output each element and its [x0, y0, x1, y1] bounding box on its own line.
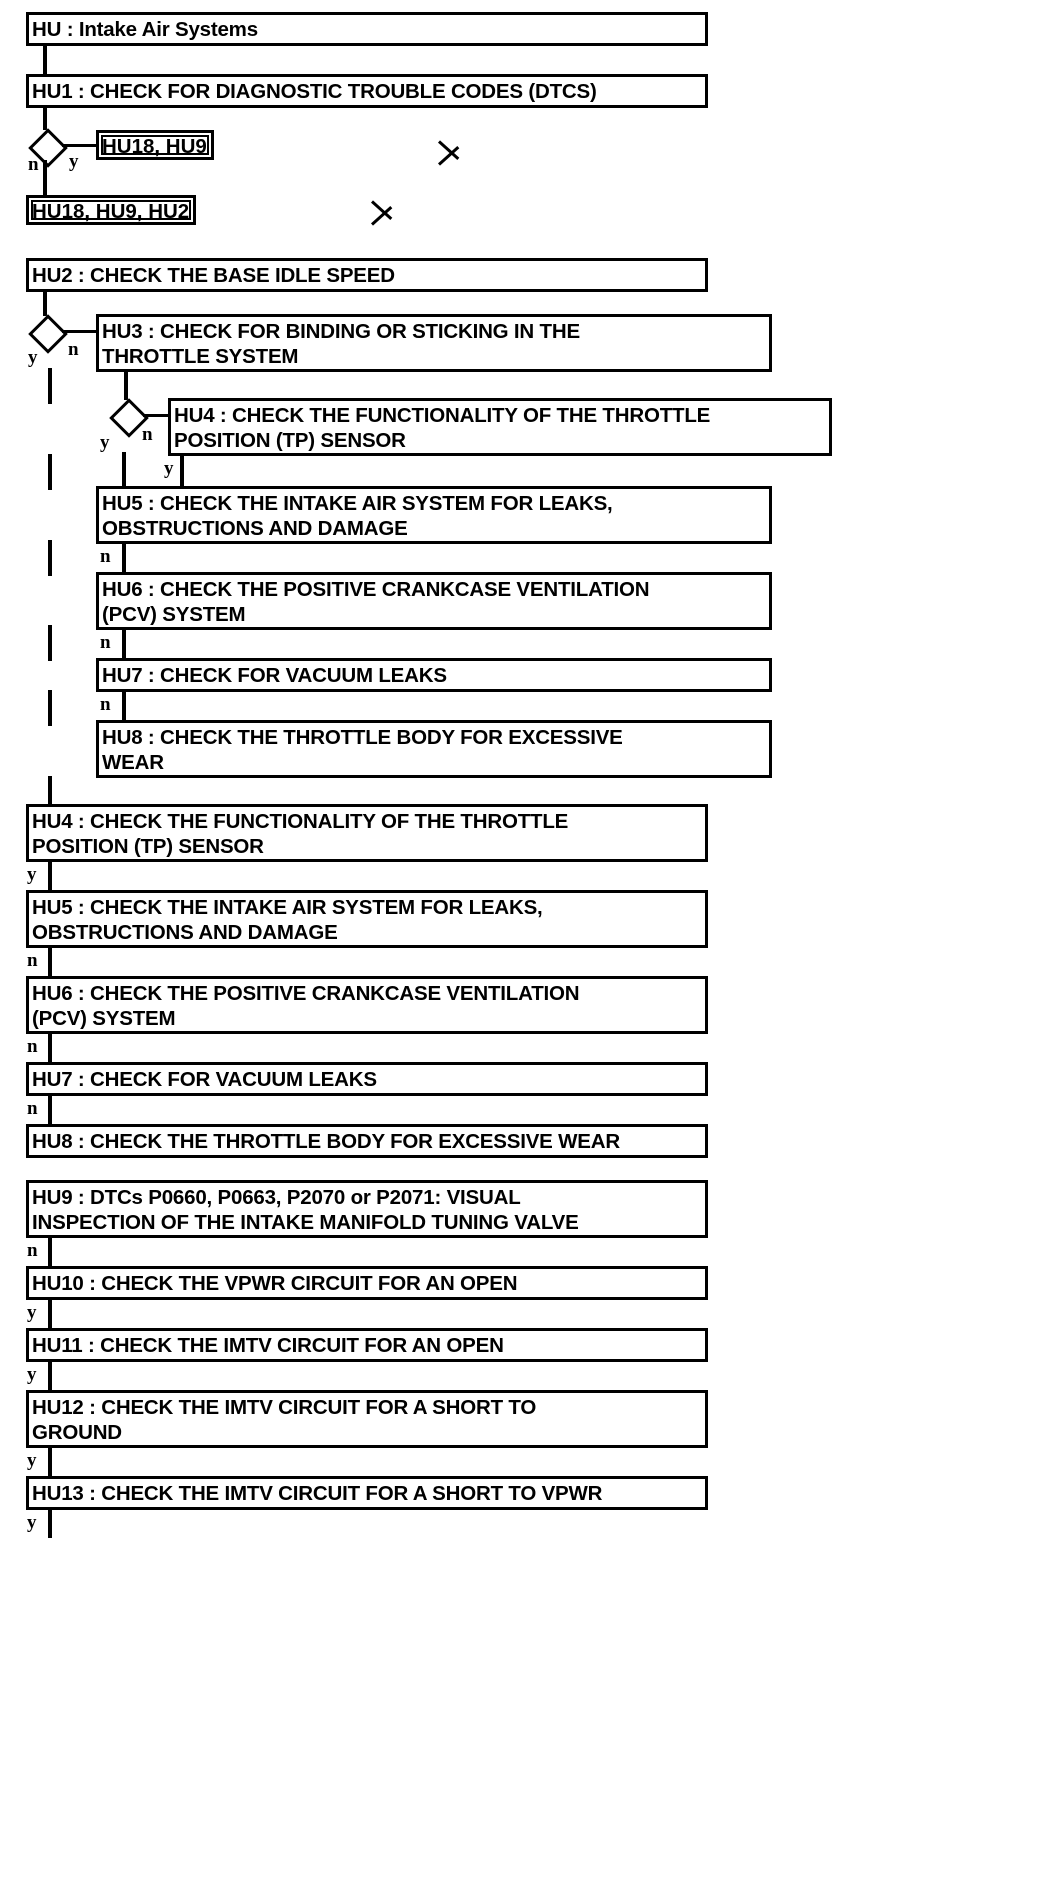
reference-ref2[interactable]: HU18, HU9, HU2 [26, 195, 197, 225]
decision-node-2[interactable] [28, 314, 68, 354]
node-HU8-nested[interactable]: HU8 : CHECK THE THROTTLE BODY FOR EXCESS… [96, 720, 772, 778]
edge-label-y-1: y [69, 151, 79, 172]
node-HU5[interactable]: HU5 : CHECK THE INTAKE AIR SYSTEM FOR LE… [26, 890, 708, 948]
edge-decision1-ref2 [43, 160, 47, 196]
edge-label-y-4: y [164, 458, 174, 479]
edge-label-y-14: y [27, 1364, 37, 1385]
node-HU6[interactable]: HU6 : CHECK THE POSITIVE CRANKCASE VENTI… [26, 976, 708, 1034]
node-HU8[interactable]: HU8 : CHECK THE THROTTLE BODY FOR EXCESS… [26, 1124, 708, 1158]
edge-HU4nested-HU5nested [180, 456, 184, 486]
node-HU4-nested[interactable]: HU4 : CHECK THE FUNCTIONALITY OF THE THR… [168, 398, 832, 456]
node-HU2[interactable]: HU2 : CHECK THE BASE IDLE SPEED [26, 258, 708, 292]
node-HU5-nested[interactable]: HU5 : CHECK THE INTAKE AIR SYSTEM FOR LE… [96, 486, 772, 544]
edge-label-n-5: n [100, 546, 111, 567]
node-HU13[interactable]: HU13 : CHECK THE IMTV CIRCUIT FOR A SHOR… [26, 1476, 708, 1510]
node-HU10[interactable]: HU10 : CHECK THE VPWR CIRCUIT FOR AN OPE… [26, 1266, 708, 1300]
edge-label-n-3: n [142, 424, 153, 445]
edge-rail-mid-seg1 [122, 452, 126, 490]
edge-HU7-HU8 [48, 1096, 52, 1124]
decision-node-3[interactable] [109, 398, 149, 438]
edge-label-n-11: n [27, 1098, 38, 1119]
edge-HU13-next [48, 1510, 52, 1538]
edge-decision1-ref1 [62, 144, 98, 147]
chevron-icon-2 [370, 191, 396, 235]
edge-rail-y-long-seg4 [48, 625, 52, 661]
edge-HU1-decision1 [43, 108, 47, 130]
edge-HU2-decision2 [43, 292, 47, 316]
edge-rail-y-long-seg1 [48, 368, 52, 404]
edge-label-y-16: y [27, 1512, 37, 1533]
edge-label-n-10: n [27, 1036, 38, 1057]
edge-label-n-2: n [68, 339, 79, 360]
edge-HU5nested-HU6nested [122, 544, 126, 572]
edge-HU9-HU10 [48, 1238, 52, 1266]
node-HU1[interactable]: HU1 : CHECK FOR DIAGNOSTIC TROUBLE CODES… [26, 74, 708, 108]
node-HU[interactable]: HU : Intake Air Systems [26, 12, 708, 46]
edge-HU12-HU13 [48, 1448, 52, 1476]
node-HU4[interactable]: HU4 : CHECK THE FUNCTIONALITY OF THE THR… [26, 804, 708, 862]
edge-label-y-13: y [27, 1302, 37, 1323]
edge-label-n-9: n [27, 950, 38, 971]
edge-rail-y-long-seg6 [48, 776, 52, 806]
edge-label-y-3: y [100, 432, 110, 453]
edge-HU-HU1 [43, 46, 47, 74]
edge-label-n-12: n [27, 1240, 38, 1261]
edge-label-y-15: y [27, 1450, 37, 1471]
node-HU12[interactable]: HU12 : CHECK THE IMTV CIRCUIT FOR A SHOR… [26, 1390, 708, 1448]
edge-label-n-6: n [100, 632, 111, 653]
chevron-icon-1 [437, 131, 463, 175]
edge-label-y-2: y [28, 347, 38, 368]
edge-HU10-HU11 [48, 1300, 52, 1328]
edge-label-n-7: n [100, 694, 111, 715]
edge-HU11-HU12 [48, 1362, 52, 1390]
edge-rail-y-long-seg5 [48, 690, 52, 726]
edge-HU7nested-HU8nested [122, 692, 126, 720]
node-HU7-nested[interactable]: HU7 : CHECK FOR VACUUM LEAKS [96, 658, 772, 692]
node-HU11[interactable]: HU11 : CHECK THE IMTV CIRCUIT FOR AN OPE… [26, 1328, 708, 1362]
edge-HU4-HU5 [48, 862, 52, 890]
edge-rail-y-long-seg3 [48, 540, 52, 576]
edge-HU5-HU6 [48, 948, 52, 976]
edge-HU6nested-HU7nested [122, 630, 126, 658]
node-HU6-nested[interactable]: HU6 : CHECK THE POSITIVE CRANKCASE VENTI… [96, 572, 772, 630]
edge-decision2-HU3 [62, 330, 98, 333]
node-HU7[interactable]: HU7 : CHECK FOR VACUUM LEAKS [26, 1062, 708, 1096]
reference-ref1[interactable]: HU18, HU9 [96, 130, 214, 160]
node-HU9[interactable]: HU9 : DTCs P0660, P0663, P2070 or P2071:… [26, 1180, 708, 1238]
node-HU3[interactable]: HU3 : CHECK FOR BINDING OR STICKING IN T… [96, 314, 772, 372]
edge-HU3-decision3 [124, 372, 128, 400]
edge-label-y-8: y [27, 864, 37, 885]
edge-label-n-1: n [28, 154, 39, 175]
edge-rail-y-long-seg2 [48, 454, 52, 490]
edge-decision3-HU4nested [143, 414, 171, 417]
edge-HU6-HU7 [48, 1034, 52, 1062]
